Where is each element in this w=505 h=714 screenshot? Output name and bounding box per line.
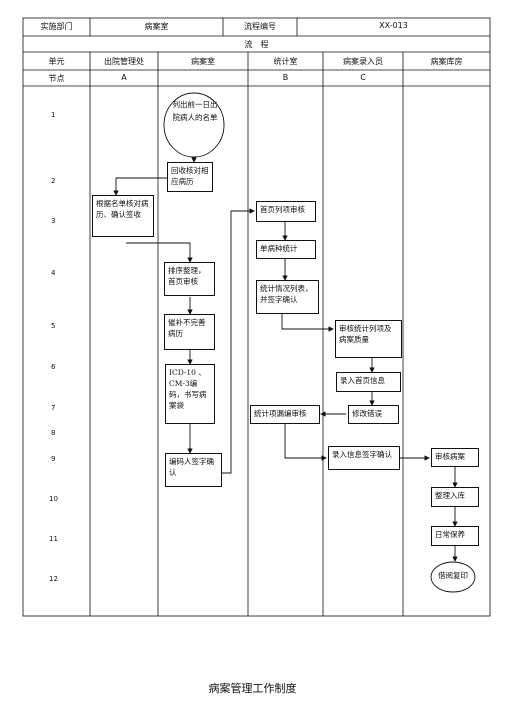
- step-number: 7: [51, 404, 56, 412]
- node-sort-check: 排序整理，首页审核: [164, 262, 215, 296]
- node-daily-keep: 日常保养: [431, 526, 479, 546]
- lane-header-statistics: 统计室: [273, 57, 298, 66]
- node-icd-coding: ICD-10 、CM-3编码，书写病案袋: [165, 364, 215, 424]
- lane-header-entry-clerk: 病案录入员: [343, 57, 383, 66]
- node-archive: 整理入库: [431, 487, 479, 507]
- step-number: 2: [51, 177, 56, 185]
- step-number: 3: [51, 217, 56, 225]
- node-check-list: 根据名单核对病历、确认签收: [92, 195, 154, 237]
- node-review-quality: 审核统计列项及病案质量: [335, 320, 402, 358]
- node-audit-case: 审核病案: [431, 448, 479, 467]
- step-number: 10: [49, 495, 58, 503]
- step-number: 1: [51, 111, 56, 119]
- section-title: 流 程: [244, 40, 269, 49]
- node-b: B: [282, 73, 289, 82]
- lane-header-records-room: 病案室: [191, 57, 215, 66]
- step-number: 5: [51, 322, 56, 330]
- step-number: 8: [51, 429, 56, 437]
- step-number: 11: [49, 535, 58, 543]
- dept-label: 实施部门: [40, 22, 73, 31]
- node-front-page-review: 首页列项审核: [256, 201, 316, 222]
- dept-value: 病案室: [144, 22, 169, 31]
- node-list-discharged: 列出前一日出院病人的名单: [172, 100, 218, 122]
- lane-header-archive: 病案库房: [430, 57, 463, 66]
- node-collect-records: 回收核对相应病历: [167, 162, 213, 192]
- node-disease-stats: 单病种统计: [256, 240, 316, 259]
- node-coder-sign: 编码人签字确认: [165, 453, 222, 487]
- node-fill-incomplete: 催补不完善病历: [164, 314, 215, 350]
- node-stats-miss-review: 统计项漏编审核: [250, 405, 320, 424]
- process-no-label: 流程编号: [244, 22, 276, 31]
- node-entry-sign: 录入信息签字确认: [328, 446, 400, 470]
- step-number: 6: [51, 363, 56, 371]
- node-fix-errors: 修改错误: [348, 405, 399, 424]
- document-caption: 病案管理工作制度: [208, 682, 297, 695]
- node-a: A: [121, 73, 127, 82]
- node-label: 节点: [48, 74, 65, 83]
- node-enter-front-page: 录入首页信息: [336, 372, 401, 392]
- process-no-value: XX-013: [379, 21, 408, 30]
- end-node: [430, 561, 476, 593]
- node-c: C: [360, 73, 366, 82]
- lane-header-discharge: 出院管理处: [104, 57, 144, 66]
- node-stats-report: 统计情况列表，并签字确认: [256, 280, 319, 314]
- unit-label: 单元: [48, 57, 65, 66]
- step-number: 4: [51, 269, 56, 277]
- step-number: 9: [51, 455, 56, 463]
- step-number: 12: [49, 575, 58, 583]
- node-borrow-copy: 借阅复印: [438, 571, 468, 580]
